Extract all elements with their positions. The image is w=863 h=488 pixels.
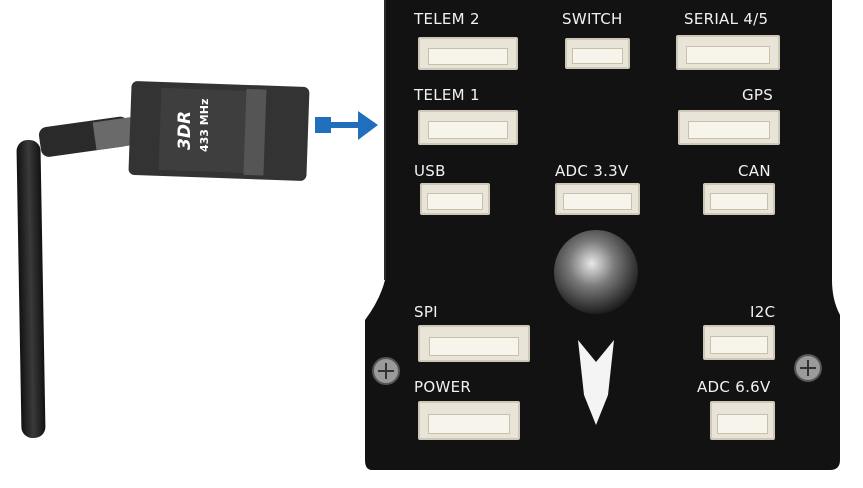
connector-adc66 <box>710 401 775 440</box>
label-serial45: SERIAL 4/5 <box>684 10 769 28</box>
orientation-arrow-icon <box>578 340 614 425</box>
label-power: POWER <box>414 378 472 396</box>
label-adc66: ADC 6.6V <box>697 378 771 396</box>
connector-usb <box>420 183 490 215</box>
label-i2c: I2C <box>750 303 776 321</box>
label-adc33: ADC 3.3V <box>555 162 629 180</box>
label-gps: GPS <box>742 86 774 104</box>
label-switch: SWITCH <box>562 10 623 28</box>
label-usb: USB <box>414 162 446 180</box>
screw-icon <box>372 354 822 385</box>
telemetry-radio <box>128 81 310 181</box>
label-can: CAN <box>738 162 771 180</box>
label-spi: SPI <box>414 303 438 321</box>
antenna <box>16 116 137 438</box>
connector-i2c <box>703 325 775 360</box>
connector-telem2 <box>418 37 518 70</box>
connector-serial45 <box>676 35 780 70</box>
label-telem2: TELEM 2 <box>414 10 480 28</box>
connector-switch <box>565 38 630 69</box>
radio-brand-logo: 3DR <box>175 110 195 150</box>
connector-power <box>418 401 520 440</box>
arrow-icon <box>315 111 378 140</box>
label-telem1: TELEM 1 <box>414 86 480 104</box>
connector-can <box>703 183 775 215</box>
connector-spi <box>418 325 530 362</box>
connector-telem1 <box>418 110 518 145</box>
connector-gps <box>678 110 780 145</box>
radio-frequency: 433 MHz <box>198 98 211 152</box>
connector-adc33 <box>555 183 640 215</box>
dome <box>554 230 638 314</box>
